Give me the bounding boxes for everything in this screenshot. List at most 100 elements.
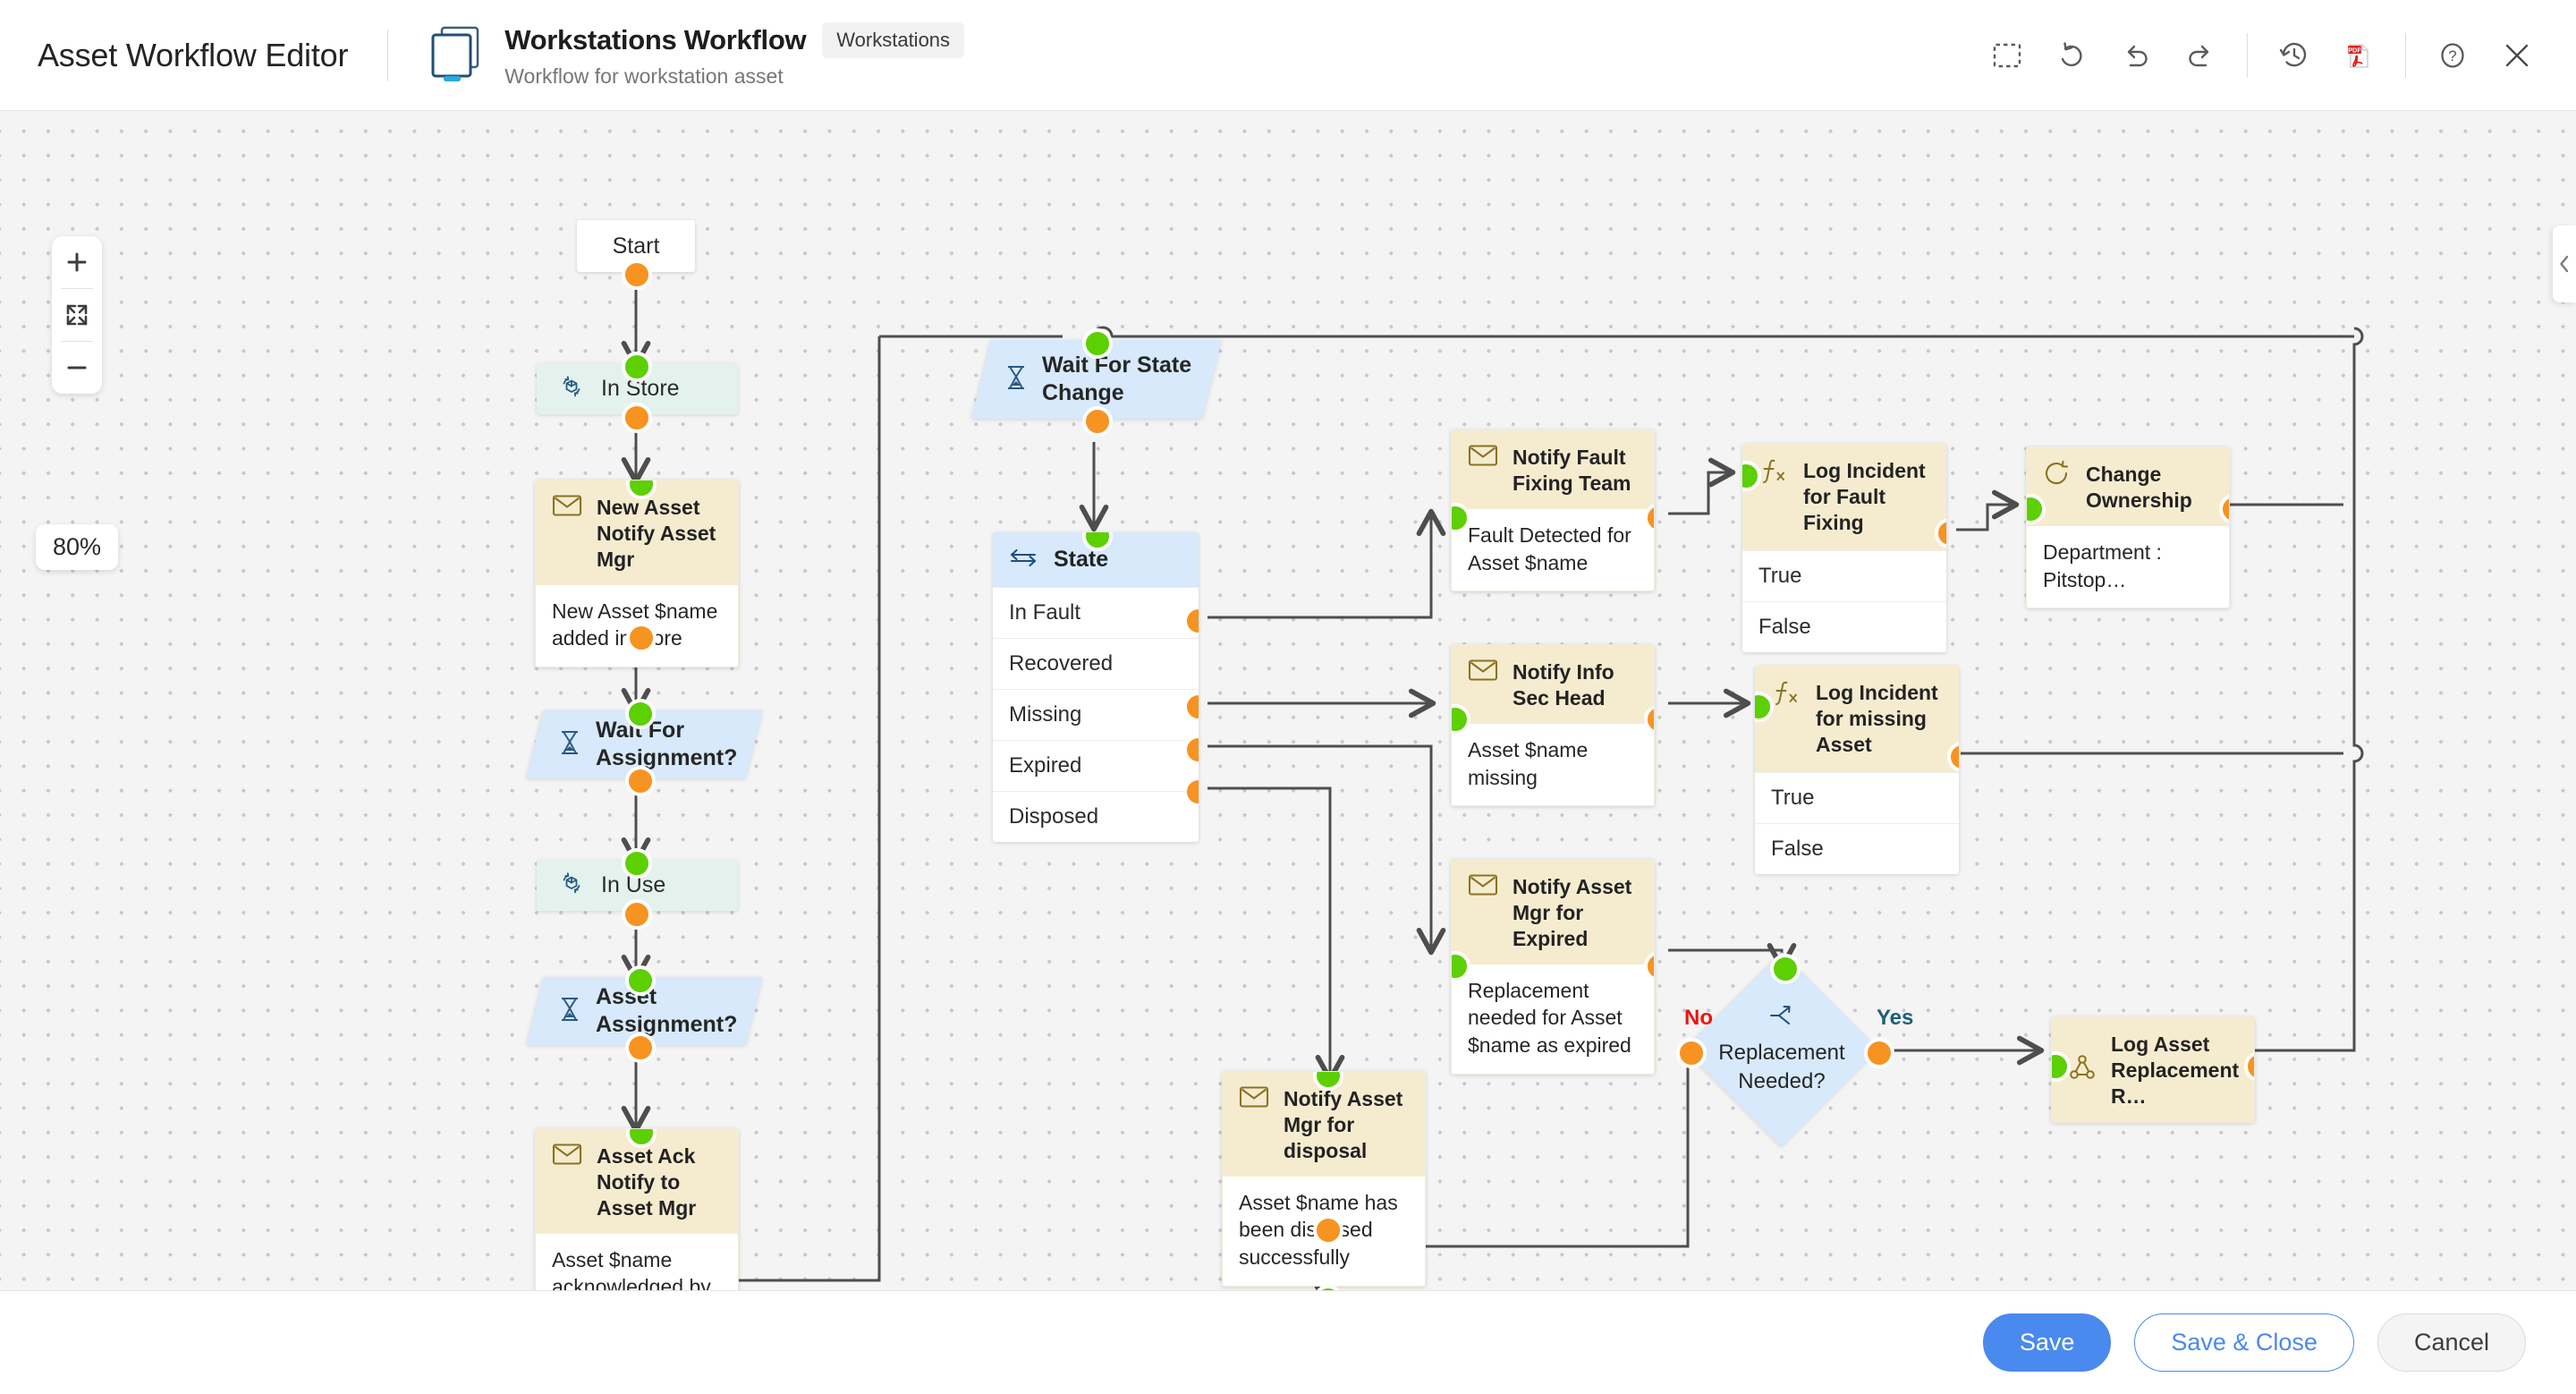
port-in-asset-ack-notify[interactable]: [626, 1128, 657, 1148]
node-log-incident-missing-title: Log Incident for missing Asset: [1816, 681, 1938, 756]
port-in-replacement-needed[interactable]: [1770, 954, 1801, 984]
port-out-state-in-fault[interactable]: [1183, 606, 1199, 636]
right-panel-toggle[interactable]: [2553, 225, 2576, 302]
port-out-replacement-needed-no[interactable]: [1676, 1038, 1707, 1068]
port-in-notify-fault-team[interactable]: [1452, 503, 1470, 533]
node-new-asset-notify[interactable]: New Asset Notify Asset Mgr New Asset $na…: [535, 480, 739, 668]
asset-state-icon: [558, 373, 585, 404]
port-out-in-use[interactable]: [622, 899, 652, 930]
workflow-title: Workstations Workflow: [504, 23, 807, 55]
switch-arrows-icon: [1009, 548, 1038, 572]
port-in-log-incident-missing[interactable]: [1755, 692, 1774, 722]
node-notify-fault-team-header: Notify Fault Fixing Team: [1452, 430, 1654, 509]
node-asset-assignment[interactable]: Asset Assignment?: [526, 965, 763, 1063]
close-icon[interactable]: [2485, 23, 2549, 88]
port-in-new-asset-notify[interactable]: [626, 480, 657, 499]
help-icon[interactable]: ?: [2420, 23, 2485, 88]
zoom-controls[interactable]: [52, 236, 102, 394]
node-new-asset-notify-title: New Asset Notify Asset Mgr: [597, 496, 716, 571]
workstation-icon: [426, 24, 492, 87]
node-log-asset-replacement-header: Log Asset Replacement R…: [2052, 1017, 2254, 1122]
toolbar-separator-2: [2405, 33, 2406, 78]
port-in-wait-for-state-change[interactable]: [1082, 328, 1113, 359]
log-incident-missing-row-false[interactable]: False: [1755, 822, 1959, 874]
header-divider: [387, 29, 389, 81]
mail-icon: [1239, 1084, 1269, 1114]
node-notify-expired-header: Notify Asset Mgr for Expired: [1452, 860, 1654, 965]
node-in-store[interactable]: In Store: [537, 352, 738, 433]
state-row-recovered[interactable]: Recovered: [993, 638, 1199, 689]
node-notify-expired[interactable]: Notify Asset Mgr for Expired Replacement…: [1451, 859, 1655, 1075]
history-icon[interactable]: [2262, 23, 2326, 88]
reload-icon[interactable]: [2039, 23, 2104, 88]
undo-icon[interactable]: [2104, 23, 2168, 88]
node-log-incident-fault[interactable]: Log Incident for Fault Fixing True False: [1742, 444, 1946, 652]
port-out-asset-assignment[interactable]: [625, 1033, 656, 1063]
node-notify-info-sec-header: Notify Info Sec Head: [1452, 645, 1654, 724]
port-in-notify-expired[interactable]: [1452, 951, 1470, 982]
asset-state-icon: [558, 870, 585, 901]
cancel-button[interactable]: Cancel: [2377, 1313, 2526, 1372]
node-notify-fault-team[interactable]: Notify Fault Fixing Team Fault Detected …: [1451, 429, 1655, 592]
port-in-asset-assignment[interactable]: [625, 965, 656, 996]
node-log-asset-replacement-title: Log Asset Replacement R…: [2111, 1033, 2240, 1108]
node-notify-info-sec[interactable]: Notify Info Sec Head Asset $name missing: [1451, 644, 1655, 807]
node-notify-fault-team-body: Fault Detected for Asset $name: [1452, 508, 1654, 591]
port-in-in-use[interactable]: [622, 848, 652, 879]
app-header: Asset Workflow Editor Workstations Workf…: [0, 0, 2576, 111]
node-state-switch[interactable]: State In Fault Recovered Missing Expired…: [993, 532, 1199, 842]
port-in-wait-for-assignment[interactable]: [625, 699, 656, 729]
save-and-close-button[interactable]: Save & Close: [2134, 1313, 2354, 1372]
port-out-wait-for-state-change[interactable]: [1082, 406, 1113, 437]
port-out-in-store[interactable]: [622, 403, 652, 433]
node-log-incident-missing[interactable]: Log Incident for missing Asset True Fals…: [1755, 666, 1959, 874]
node-notify-info-sec-body: Asset $name missing: [1452, 723, 1654, 806]
hourglass-icon: [558, 729, 581, 761]
log-incident-fault-row-false[interactable]: False: [1742, 600, 1946, 652]
port-in-state-switch[interactable]: [1082, 532, 1113, 551]
port-out-notify-disposal[interactable]: [1313, 1215, 1343, 1245]
port-out-state-expired[interactable]: [1183, 735, 1199, 765]
pdf-export-icon[interactable]: PDF: [2326, 23, 2391, 88]
save-button[interactable]: Save: [1982, 1313, 2112, 1372]
log-incident-missing-row-true[interactable]: True: [1755, 771, 1959, 823]
select-region-icon[interactable]: [1975, 23, 2039, 88]
node-wait-for-state-change[interactable]: Wait For State Change: [971, 328, 1222, 437]
port-out-start[interactable]: [622, 259, 652, 290]
state-row-expired[interactable]: Expired: [993, 740, 1199, 791]
node-wait-for-assignment[interactable]: Wait For Assignment?: [526, 699, 763, 796]
node-start[interactable]: Start: [577, 220, 695, 290]
node-replacement-needed[interactable]: Replacement Needed?: [1676, 952, 1894, 1147]
node-notify-disposal[interactable]: Notify Asset Mgr for disposal Asset $nam…: [1222, 1071, 1426, 1287]
port-out-new-asset-notify[interactable]: [626, 623, 657, 653]
port-out-state-missing[interactable]: [1183, 692, 1199, 722]
hourglass-icon: [1004, 364, 1028, 395]
port-in-notify-info-sec[interactable]: [1452, 704, 1470, 735]
port-in-in-store[interactable]: [622, 352, 652, 382]
node-wait-for-assignment-label: Wait For Assignment?: [596, 718, 738, 770]
mail-icon: [1468, 872, 1498, 902]
log-incident-fault-row-true[interactable]: True: [1742, 549, 1946, 601]
port-in-change-ownership[interactable]: [2027, 494, 2046, 524]
port-out-replacement-needed-yes[interactable]: [1864, 1038, 1894, 1068]
port-out-wait-for-assignment[interactable]: [625, 766, 656, 796]
node-start-label: Start: [612, 233, 660, 259]
workflow-canvas[interactable]: 80% Start In Store: [0, 111, 2576, 1290]
state-row-in-fault[interactable]: In Fault: [993, 587, 1199, 638]
port-in-log-incident-fault[interactable]: [1742, 461, 1761, 491]
node-change-ownership[interactable]: Change Ownership Department : Pitstop…: [2026, 446, 2230, 609]
zoom-in-button[interactable]: [52, 236, 102, 288]
fit-to-screen-button[interactable]: [52, 289, 102, 341]
zoom-out-button[interactable]: [52, 342, 102, 394]
port-out-state-disposed[interactable]: [1183, 777, 1199, 807]
zoom-level-indicator[interactable]: 80%: [36, 524, 119, 570]
port-in-log-asset-replacement[interactable]: [2052, 1051, 2071, 1082]
node-asset-ack-notify[interactable]: Asset Ack Notify to Asset Mgr Asset $nam…: [535, 1128, 739, 1290]
header-toolbar: PDF ?: [1975, 0, 2549, 111]
state-row-disposed[interactable]: Disposed: [993, 791, 1199, 842]
node-log-asset-replacement[interactable]: Log Asset Replacement R…: [2051, 1016, 2255, 1123]
node-in-use[interactable]: In Use: [537, 848, 738, 930]
state-row-missing[interactable]: Missing: [993, 689, 1199, 740]
redo-icon[interactable]: [2168, 23, 2233, 88]
workflow-subtitle: Workflow for workstation asset: [504, 64, 784, 88]
